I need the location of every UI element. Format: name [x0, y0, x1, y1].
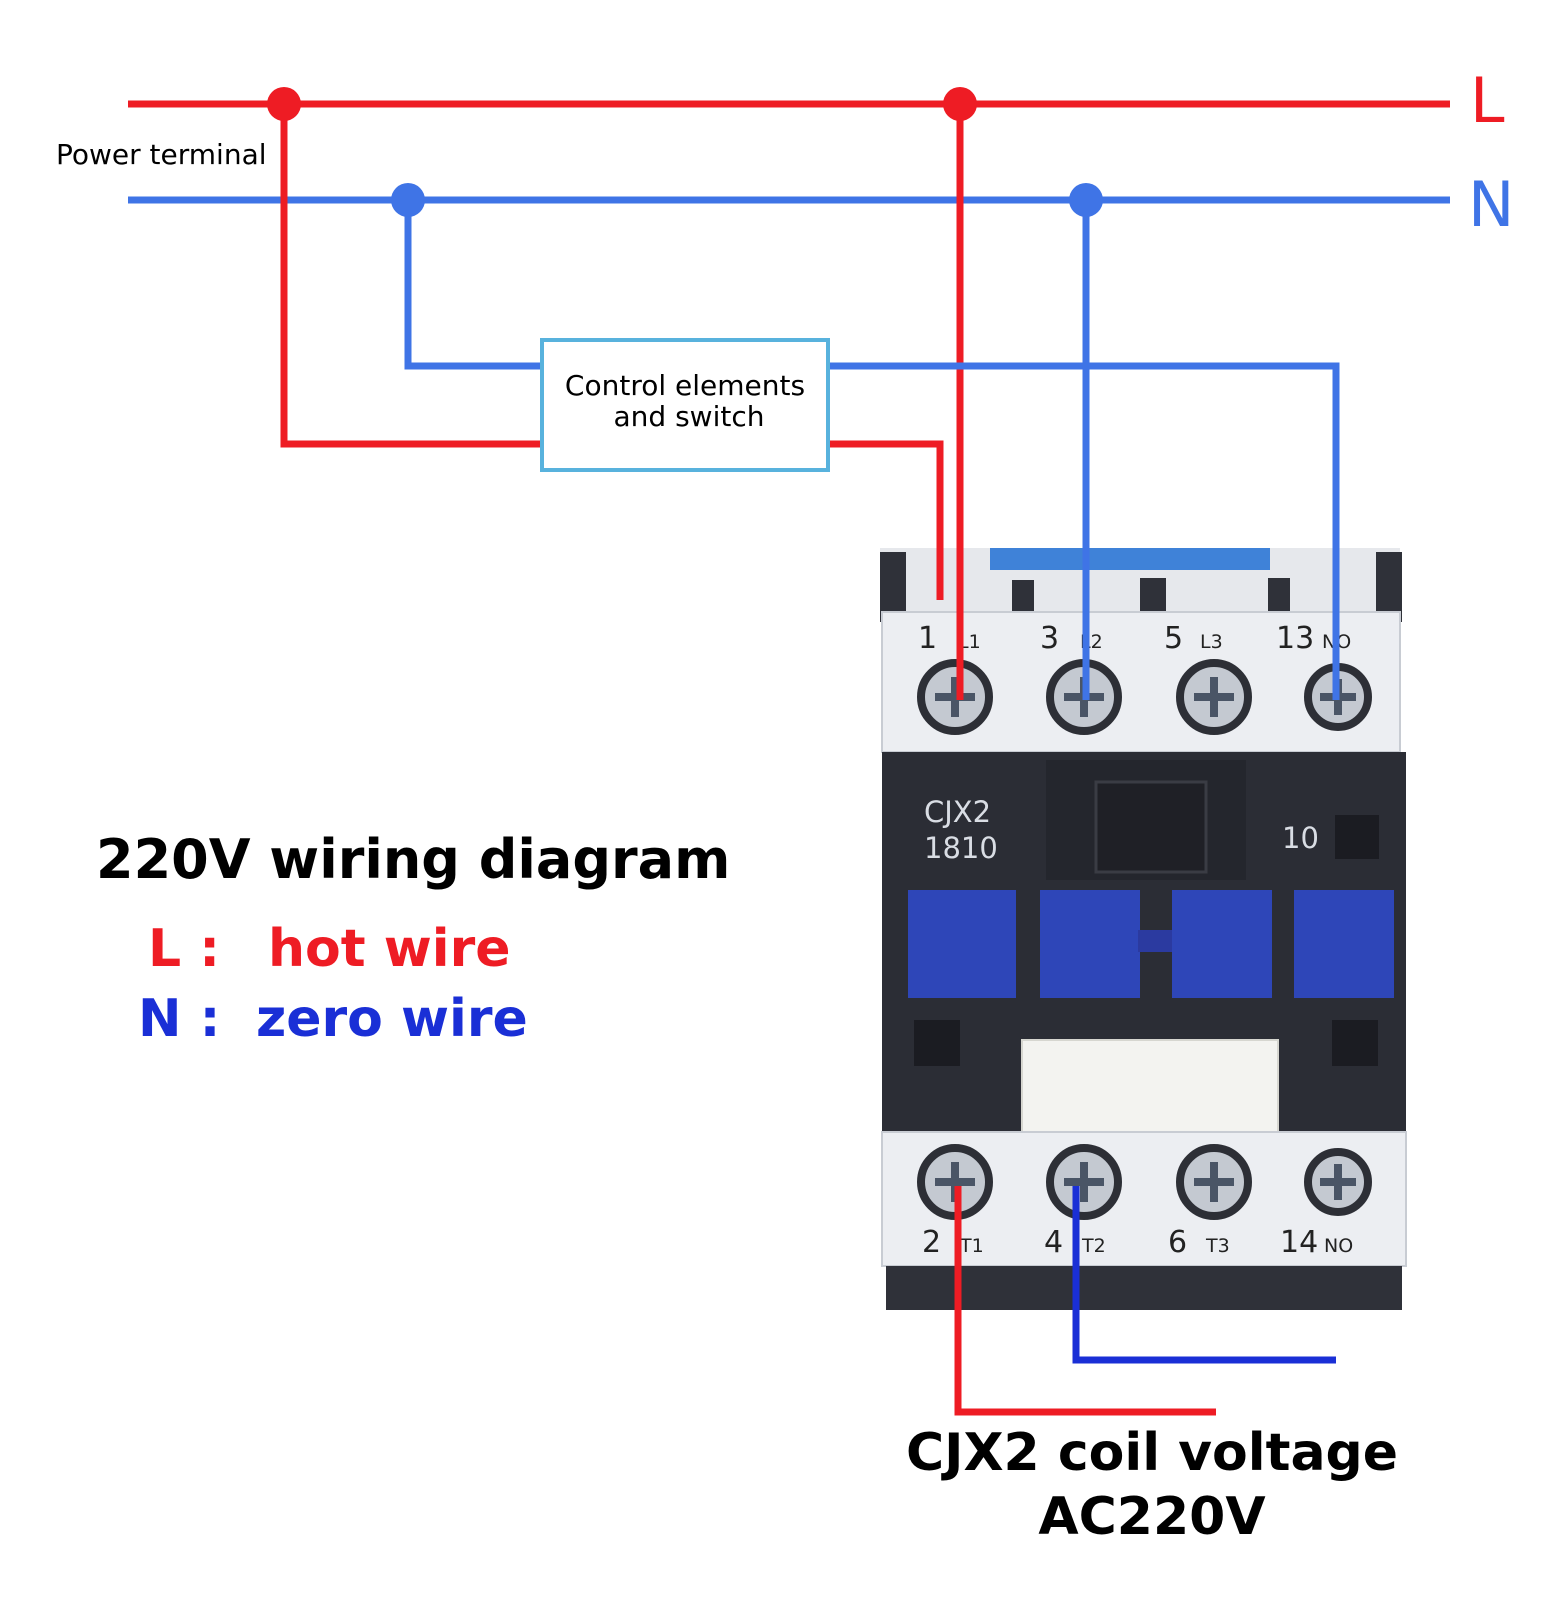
bottom-terminal-2-sub: T1 — [959, 1235, 984, 1257]
blue-button-2 — [1040, 890, 1140, 998]
caption-line-2: AC220V — [1038, 1487, 1265, 1547]
caption-line-1: CJX2 coil voltage — [906, 1423, 1398, 1483]
label-plate — [1021, 1039, 1279, 1133]
aux-contact-label: 10 — [1282, 821, 1319, 855]
control-elements-box: Control elements and switch — [540, 338, 830, 472]
L-junction-dot — [943, 87, 977, 121]
control-box-line-1: Control elements — [565, 369, 805, 402]
blue-button-3 — [1172, 890, 1272, 998]
L-to-control-wire — [280, 104, 542, 448]
legend-N-key: N : — [138, 989, 220, 1049]
L-line-label: L — [1470, 64, 1505, 137]
top-slot — [1012, 580, 1034, 618]
top-terminal-5-num: 5 — [1164, 621, 1183, 656]
top-terminal-1-sub: L1 — [958, 631, 981, 653]
center-window — [1094, 780, 1208, 874]
legend-L-desc: hot wire — [268, 919, 510, 979]
top-terminal-5-sub: L3 — [1200, 631, 1223, 653]
aux-indicator-square — [1335, 815, 1379, 859]
blue-button-4 — [1294, 890, 1394, 998]
contactor-left-ear — [880, 552, 906, 622]
L-junction-dot — [267, 87, 301, 121]
N-junction-dot — [1069, 183, 1103, 217]
control-to-coil-wire — [828, 440, 944, 600]
top-slot — [1268, 578, 1290, 618]
model-line-2: 1810 — [924, 831, 998, 865]
legend: 220V wiring diagram L : hot wire N : zer… — [96, 828, 730, 1049]
contactor-top-blue-cap — [990, 548, 1270, 570]
control-box-border — [540, 338, 830, 472]
lower-hole-right — [1332, 1020, 1378, 1066]
bottom-terminal-14-num: 14 — [1280, 1225, 1318, 1260]
bottom-screws — [917, 1144, 1372, 1220]
bottom-terminal-4-num: 4 — [1044, 1225, 1063, 1260]
bottom-terminal-4-sub: T2 — [1081, 1235, 1106, 1257]
lower-hole-left — [914, 1020, 960, 1066]
bottom-terminal-6-num: 6 — [1168, 1225, 1187, 1260]
bottom-terminal-2-num: 2 — [922, 1225, 941, 1260]
N-to-control-wire — [404, 200, 542, 370]
contactor: 1 L1 3 L2 5 L3 13 NO 2 T1 4 T2 6 T3 14 N… — [880, 548, 1407, 1310]
control-to-terminal-13-wire — [828, 362, 1340, 700]
power-terminal-label: Power terminal — [56, 138, 267, 171]
top-terminal-3-num: 3 — [1040, 621, 1059, 656]
legend-L-key: L : — [148, 919, 220, 979]
model-line-1: CJX2 — [924, 795, 991, 829]
terminal-4-output-wire — [1072, 1186, 1336, 1364]
junctions — [267, 87, 1103, 217]
top-terminal-13-num: 13 — [1276, 621, 1314, 656]
N-junction-dot — [391, 183, 425, 217]
legend-N-desc: zero wire — [256, 989, 528, 1049]
contactor-right-ear — [1376, 552, 1402, 622]
blue-button-1 — [908, 890, 1016, 998]
terminal-2-output-wire — [954, 1186, 1216, 1416]
bottom-terminal-6-sub: T3 — [1205, 1235, 1230, 1257]
button-link — [1138, 930, 1172, 952]
bottom-terminal-14-sub: NO — [1324, 1235, 1353, 1257]
legend-title: 220V wiring diagram — [96, 828, 730, 891]
control-box-line-2: and switch — [614, 400, 765, 433]
top-terminal-1-num: 1 — [918, 621, 937, 656]
wires — [128, 100, 1450, 1416]
N-line-label: N — [1468, 168, 1514, 241]
contactor-base — [886, 1266, 1402, 1310]
